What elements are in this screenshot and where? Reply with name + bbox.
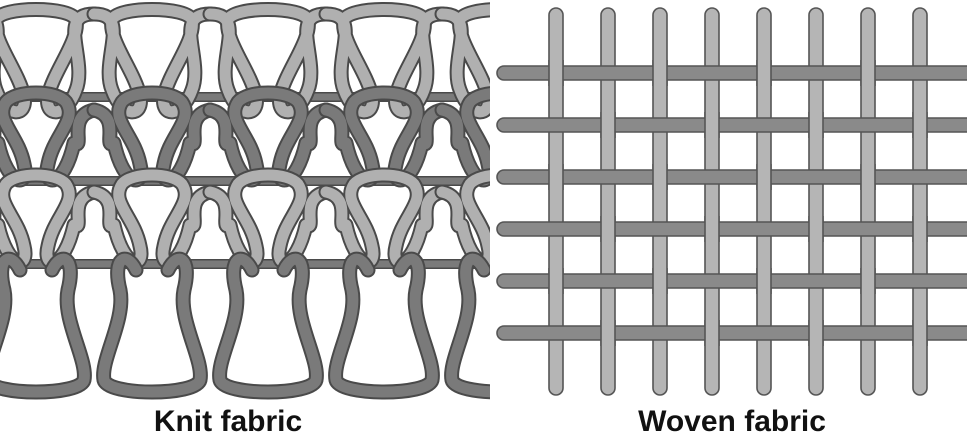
warp-over-crossing [913, 112, 927, 138]
warp-over-crossing [705, 216, 719, 242]
warp-over-crossing [861, 268, 875, 294]
warp-over-crossing [549, 60, 563, 86]
woven-fabric-illustration [497, 8, 967, 395]
weft-thread [497, 222, 967, 236]
woven-fabric-caption: Woven fabric [612, 404, 852, 440]
warp-over-crossing [809, 320, 823, 346]
knit-loop-row-3 [326, 175, 442, 262]
knit-loop-row-3 [210, 175, 326, 262]
warp-over-crossing [653, 60, 667, 86]
knit-loop-row-2 [210, 93, 326, 180]
knit-fabric-caption: Knit fabric [108, 404, 348, 440]
warp-over-crossing [601, 216, 615, 242]
warp-over-crossing [653, 164, 667, 190]
warp-over-crossing [549, 268, 563, 294]
warp-over-crossing [757, 164, 771, 190]
warp-over-crossing [757, 60, 771, 86]
knit-loop-row-1 [442, 10, 558, 112]
weft-thread [497, 170, 967, 184]
warp-over-crossing [913, 216, 927, 242]
warp-over-crossing [653, 268, 667, 294]
warp-over-crossing [601, 320, 615, 346]
knit-loop-row-4 [336, 259, 433, 392]
knit-loop-row-4 [104, 259, 201, 392]
warp-over-crossing [861, 60, 875, 86]
knit-loop-row-3 [0, 175, 94, 262]
knit-loop-row-3 [94, 175, 210, 262]
weft-thread [497, 66, 967, 80]
warp-over-crossing [809, 112, 823, 138]
knit-loop-row-2 [94, 93, 210, 180]
weft-thread [497, 118, 967, 132]
warp-over-crossing [705, 112, 719, 138]
warp-over-crossing [809, 216, 823, 242]
warp-over-crossing [861, 164, 875, 190]
weft-thread [497, 326, 967, 340]
weft-thread [497, 274, 967, 288]
warp-over-crossing [601, 112, 615, 138]
knit-fabric-illustration [0, 10, 558, 393]
knit-loop-row-4 [0, 259, 84, 392]
knit-loop-row-2 [326, 93, 442, 180]
warp-over-crossing [549, 164, 563, 190]
knit-loop-row-4 [220, 259, 317, 392]
knit-loop-row-2 [442, 93, 558, 180]
warp-over-crossing [757, 268, 771, 294]
warp-over-crossing [913, 320, 927, 346]
knit-loop-row-3 [442, 175, 558, 262]
warp-over-crossing [705, 320, 719, 346]
